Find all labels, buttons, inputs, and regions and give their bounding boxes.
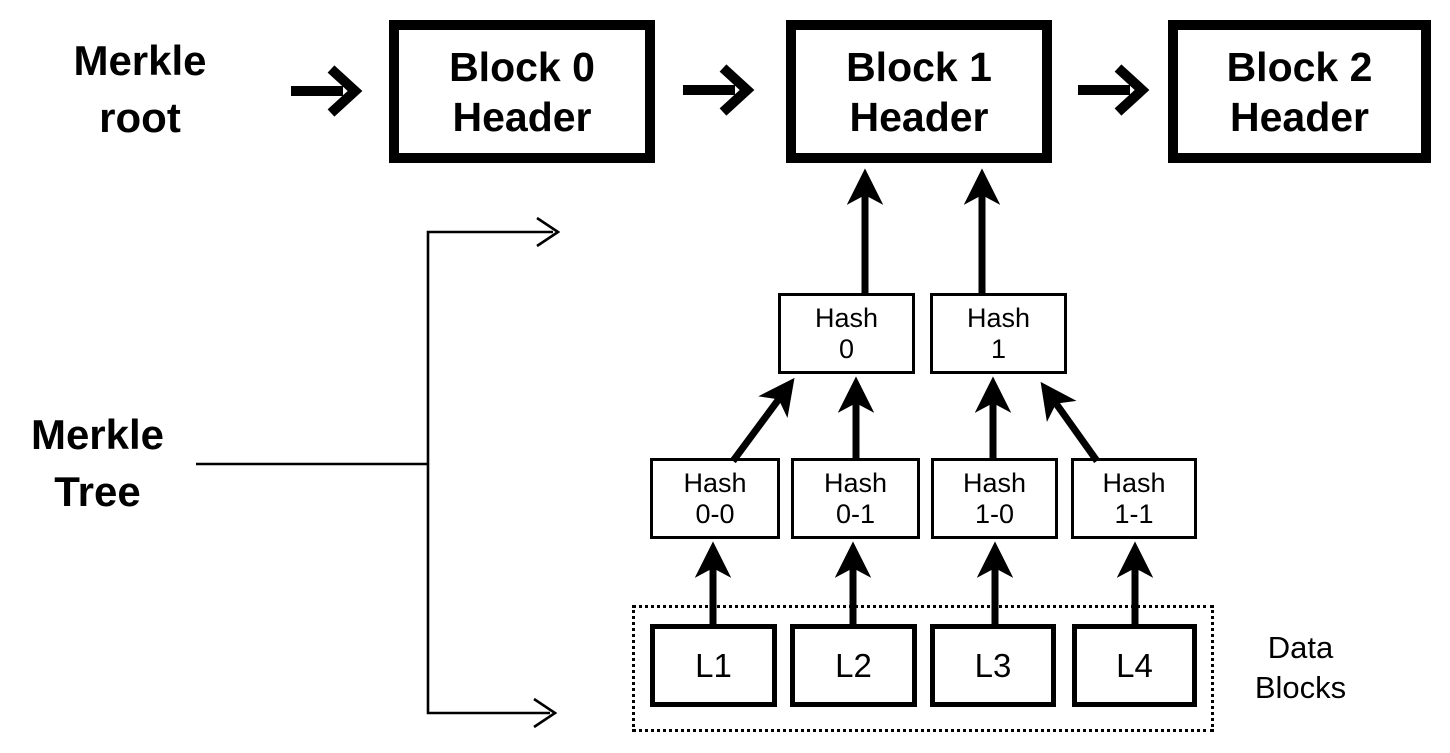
hash-1-node: Hash 1 bbox=[930, 293, 1067, 374]
block-1-header-line1: Block 1 bbox=[846, 43, 992, 90]
leaf-l2-node: L2 bbox=[790, 624, 917, 707]
merkle-tree-label-line2: Tree bbox=[54, 468, 141, 515]
block-1-header-line2: Header bbox=[849, 93, 989, 140]
hash-0-0-line2: 0-0 bbox=[695, 498, 735, 529]
arrow-block1-to-block2 bbox=[1078, 64, 1150, 116]
hash-0-1-node: Hash 0-1 bbox=[791, 458, 920, 539]
leaf-l1-label: L1 bbox=[695, 646, 732, 684]
merkle-tree-label: Merkle Tree bbox=[0, 406, 195, 520]
merkle-root-label: Merkle root bbox=[30, 32, 250, 146]
leaf-l1-node: L1 bbox=[650, 624, 777, 707]
hash-1-1-line2: 1-1 bbox=[1114, 498, 1154, 529]
block-2-header-line2: Header bbox=[1229, 93, 1369, 140]
hash-1-1-node: Hash 1-1 bbox=[1071, 458, 1197, 539]
leaf-l2-label: L2 bbox=[835, 646, 872, 684]
hash-0-line2: 0 bbox=[838, 333, 855, 364]
merkle-root-label-line2: root bbox=[99, 94, 181, 141]
block-1-header-node: Block 1 Header bbox=[786, 20, 1052, 163]
bracket-top-arrowhead bbox=[536, 216, 561, 248]
block-2-header-node: Block 2 Header bbox=[1168, 20, 1431, 163]
arrow-merkleroot-to-block0 bbox=[291, 65, 363, 117]
data-blocks-label-line2: Blocks bbox=[1254, 670, 1347, 705]
hash-1-0-line2: 1-0 bbox=[974, 498, 1015, 529]
hash-0-1-line1: Hash bbox=[823, 467, 888, 498]
hash-0-0-node: Hash 0-0 bbox=[650, 458, 780, 539]
hash-0-0-line1: Hash bbox=[683, 467, 747, 498]
arrow-hash11-to-hash1 bbox=[1040, 381, 1100, 464]
block-0-header-line2: Header bbox=[452, 93, 592, 140]
leaf-l3-label: L3 bbox=[974, 646, 1012, 684]
hash-1-1-line1: Hash bbox=[1102, 467, 1166, 498]
block-2-header-line1: Block 2 bbox=[1226, 43, 1373, 90]
leaf-l4-node: L4 bbox=[1072, 624, 1197, 707]
data-blocks-label: Data Blocks bbox=[1228, 628, 1373, 708]
hash-1-line1: Hash bbox=[966, 302, 1031, 333]
merkle-tree-bracket bbox=[196, 216, 561, 729]
data-blocks-container bbox=[632, 605, 1214, 732]
leaf-l4-label: L4 bbox=[1116, 646, 1153, 684]
hash-0-node: Hash 0 bbox=[778, 293, 915, 374]
merkle-tree-label-line1: Merkle bbox=[30, 411, 165, 458]
bracket-bottom-arrowhead bbox=[533, 697, 558, 729]
arrow-block0-to-block1 bbox=[683, 64, 755, 116]
hash-0-line1: Hash bbox=[814, 302, 879, 333]
hash-0-1-line2: 0-1 bbox=[835, 498, 876, 529]
merkle-root-label-line1: Merkle bbox=[73, 37, 207, 84]
data-blocks-label-line1: Data bbox=[1267, 630, 1334, 665]
hash-1-0-line1: Hash bbox=[962, 467, 1027, 498]
block-0-header-line1: Block 0 bbox=[449, 43, 595, 90]
leaf-l3-node: L3 bbox=[930, 624, 1056, 707]
hash-1-0-node: Hash 1-0 bbox=[931, 458, 1058, 539]
block-0-header-node: Block 0 Header bbox=[389, 20, 655, 163]
hash-1-line2: 1 bbox=[990, 333, 1007, 364]
arrow-hash00-to-hash0 bbox=[730, 377, 795, 464]
